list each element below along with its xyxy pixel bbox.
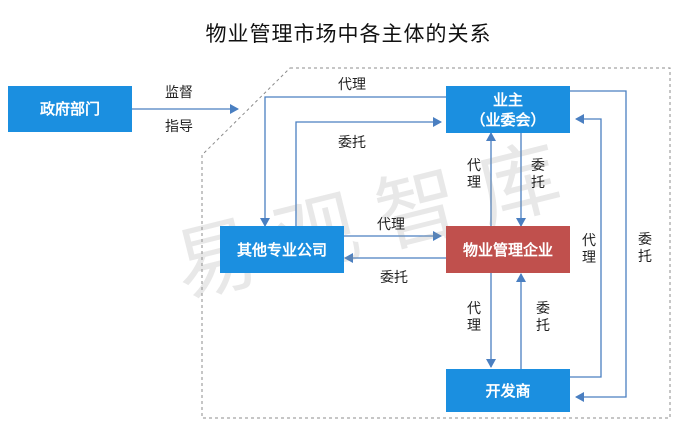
label-top-entrust: 委托 xyxy=(338,135,366,151)
label-owner-prop-entrust: 委托 xyxy=(531,158,545,191)
label-other-prop-entrust: 委托 xyxy=(380,270,408,286)
arrow-owner-to-dev-outer xyxy=(570,90,627,402)
arrow-other-to-owner xyxy=(295,117,442,226)
node-property-company: 物业管理企业 xyxy=(446,226,570,273)
label-right-entrust: 委托 xyxy=(638,232,652,265)
node-owner: 业主 （业委会） xyxy=(446,86,570,133)
node-government: 政府部门 xyxy=(8,86,132,132)
page-title: 物业管理市场中各主体的关系 xyxy=(205,22,492,46)
label-owner-prop-agent: 代理 xyxy=(467,158,481,191)
node-other-companies: 其他专业公司 xyxy=(220,226,344,273)
label-top-agent: 代理 xyxy=(338,77,366,93)
node-developer: 开发商 xyxy=(446,369,570,412)
label-prop-dev-agent: 代理 xyxy=(467,301,481,334)
label-guide: 指导 xyxy=(165,119,193,135)
label-right-agent: 代理 xyxy=(582,233,596,266)
label-prop-dev-entrust: 委托 xyxy=(536,301,550,334)
label-other-prop-agent: 代理 xyxy=(377,217,405,233)
node-owner-line1: 业主 xyxy=(492,90,523,109)
label-supervise: 监督 xyxy=(165,85,193,101)
arrow-dev-to-owner-inner xyxy=(570,114,602,378)
arrow-owner-to-other xyxy=(260,96,446,227)
node-owner-line2: （业委会） xyxy=(470,110,546,129)
